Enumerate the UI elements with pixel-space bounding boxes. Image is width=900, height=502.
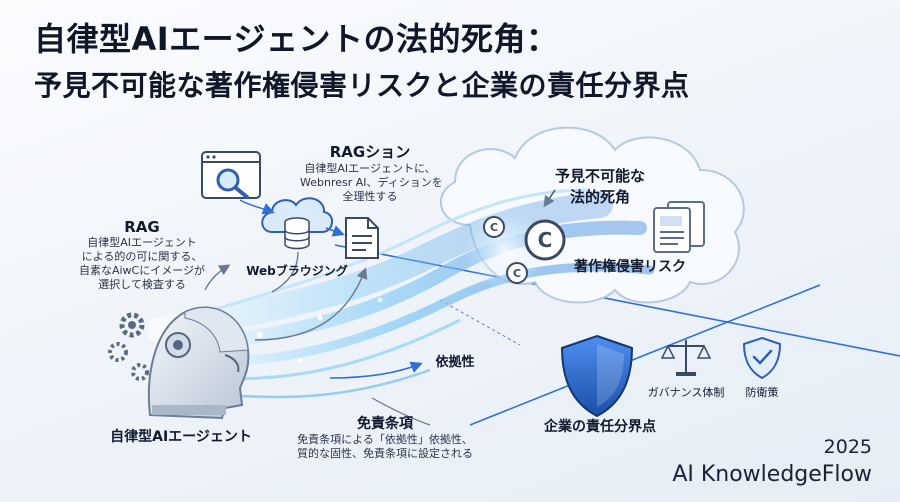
svg-text:C: C (490, 221, 498, 234)
document-icon (345, 217, 379, 259)
copyright-risk-label: 著作権侵害リスク (574, 259, 686, 275)
agent-label: 自律型AIエージェント (110, 429, 252, 445)
cloud-database-icon (261, 197, 333, 250)
page-subtitle: 予見不可能な著作権侵害リスクと企業の責任分界点 (34, 69, 690, 102)
web-browsing-label: Webブラウジング (246, 264, 348, 278)
page-title: 自律型AIエージェントの法的死角： (34, 20, 559, 58)
governance-label: ガバナンス体制 (647, 386, 725, 399)
dependency-label: 依拠性 (435, 355, 475, 370)
rag-desc-2: による的の可に関する、 (81, 250, 203, 263)
disclaimer-heading: 免責条項 (357, 416, 413, 432)
svg-text:C: C (538, 228, 553, 252)
rag-session-desc-2: Webnresr AI、ディションを (300, 176, 443, 189)
defense-label: 防衛策 (745, 386, 779, 399)
disclaimer-node: 免責条項 免責条項による「依拠性」依拠性、 質的な固性、免責条項に設定される (285, 413, 485, 461)
rag-heading: RAG (124, 218, 160, 236)
rag-node: RAG 自律型AIエージェント による的の可に関する、 自素なAiwCにイメージ… (72, 218, 212, 292)
rag-desc-4: 選択して検査する (98, 278, 186, 291)
disclaimer-desc-2: 質的な固性、免責条項に設定される (297, 447, 473, 460)
search-window-icon (201, 151, 261, 199)
svg-text:C: C (513, 267, 521, 280)
rag-session-node: RAGション 自律型AIエージェントに、 Webnresr AI、ディションを … (300, 141, 443, 204)
copyright-icon: C C C (483, 216, 566, 284)
footer-year: 2025 (823, 436, 872, 458)
responsibility-boundary-label: 企業の責任分界点 (544, 419, 656, 435)
rag-desc-3: 自素なAiwCにイメージが (78, 264, 206, 277)
rag-desc-1: 自律型AIエージェント (87, 236, 197, 249)
disclaimer-desc-1: 免責条項による「依拠性」依拠性、 (297, 433, 473, 446)
rag-session-desc-3: 全理性する (342, 190, 398, 203)
flow-connectors (204, 189, 556, 426)
scales-icon (660, 340, 712, 376)
cloud-heading-line-2: 法的死角 (569, 188, 630, 206)
robot-agent-icon (108, 306, 250, 420)
cloud-heading: 予見不可能な 法的死角 (540, 165, 660, 207)
rag-session-heading: RAGション (329, 143, 411, 161)
legal-document-icon (653, 201, 705, 253)
shield-check-icon (742, 336, 782, 380)
cloud-heading-line-1: 予見不可能な (554, 167, 645, 185)
footer-brand: AI KnowledgeFlow (672, 462, 872, 487)
rag-session-desc-1: 自律型AIエージェントに、 (304, 162, 436, 175)
shield-icon (560, 334, 634, 418)
